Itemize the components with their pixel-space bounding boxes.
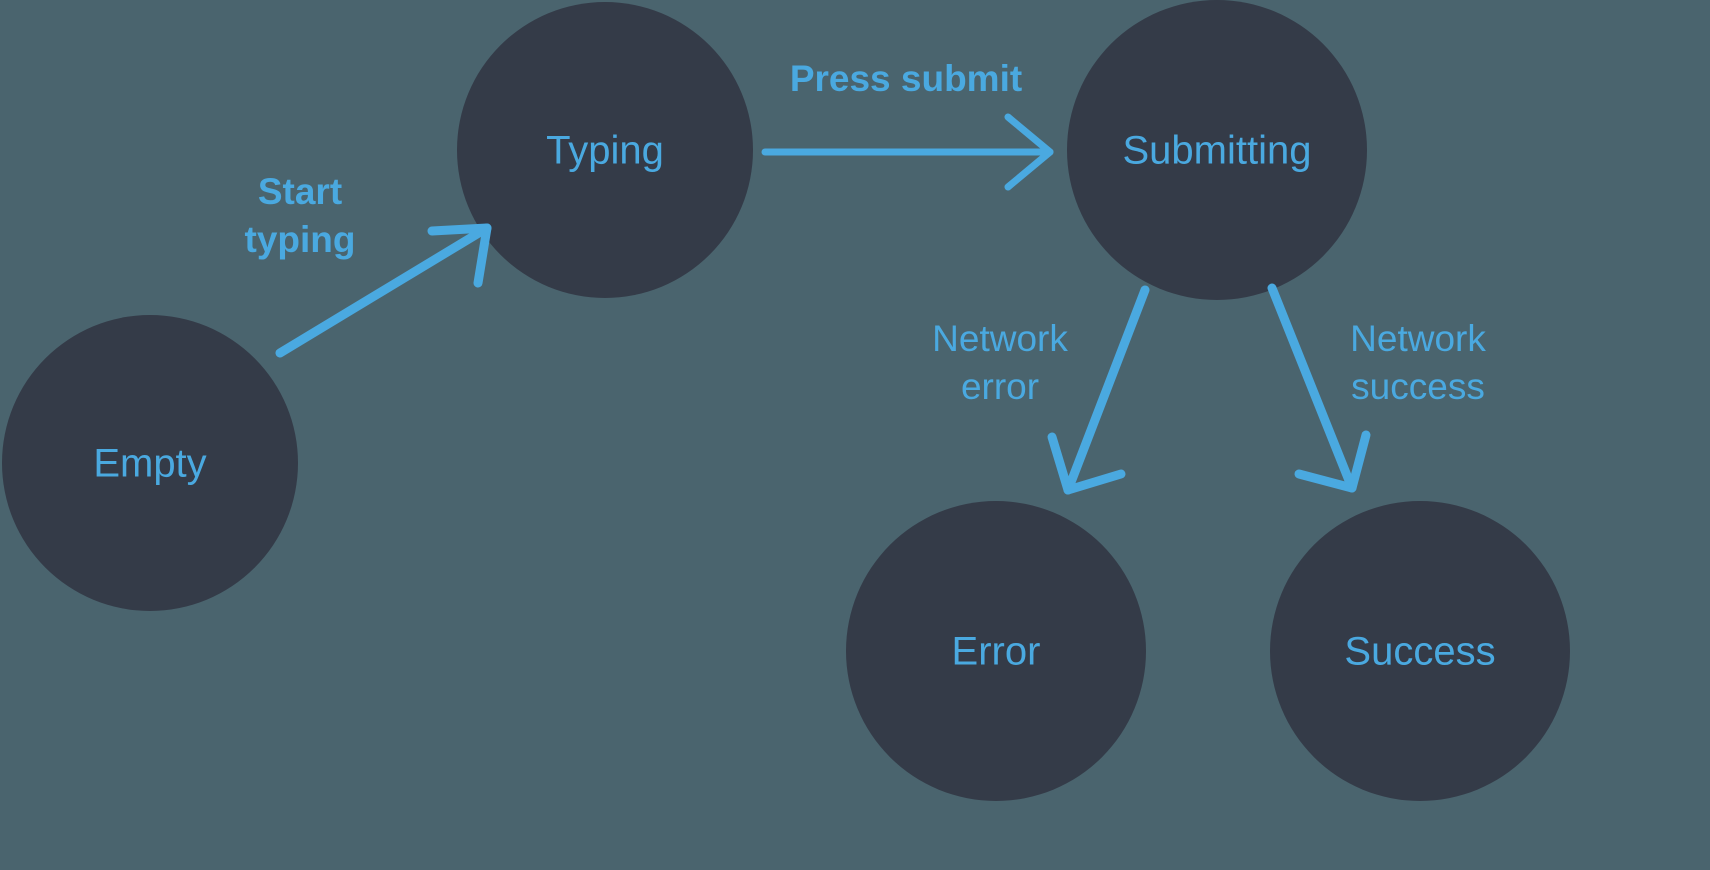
node-typing-circle[interactable] bbox=[457, 2, 753, 298]
node-empty-circle[interactable] bbox=[2, 315, 298, 611]
node-empty-label: Empty bbox=[93, 442, 206, 486]
node-success[interactable]: Success bbox=[1270, 501, 1570, 801]
node-submitting-label: Submitting bbox=[1123, 129, 1312, 173]
node-error-label: Error bbox=[952, 630, 1041, 674]
edge-label-start-typing-line-1: Start bbox=[258, 171, 342, 212]
edge-label-network-success-line-1: Network bbox=[1350, 318, 1486, 359]
edge-empty-to-typing bbox=[275, 223, 492, 358]
node-success-circle[interactable] bbox=[1270, 501, 1570, 801]
edge-label-network-success: Network success bbox=[1350, 318, 1486, 407]
edge-label-press-submit-line-1: Press submit bbox=[790, 58, 1022, 99]
edge-submitting-to-error-arrowhead bbox=[1047, 432, 1126, 495]
edge-empty-to-typing-line bbox=[275, 223, 492, 358]
edge-label-network-error: Network error bbox=[932, 318, 1068, 407]
node-error[interactable]: Error bbox=[846, 501, 1146, 801]
edge-label-network-success-line-2: success bbox=[1351, 366, 1485, 407]
node-empty[interactable]: Empty bbox=[2, 315, 298, 611]
edge-label-press-submit: Press submit bbox=[790, 58, 1022, 99]
edge-typing-to-submitting bbox=[761, 113, 1054, 191]
edge-label-network-error-line-2: error bbox=[961, 366, 1039, 407]
edge-label-start-typing: Start typing bbox=[245, 171, 356, 260]
node-success-label: Success bbox=[1344, 630, 1495, 674]
node-submitting-circle[interactable] bbox=[1067, 0, 1367, 300]
edge-submitting-to-error-line bbox=[1063, 285, 1150, 495]
node-submitting[interactable]: Submitting bbox=[1067, 0, 1367, 300]
node-error-circle[interactable] bbox=[846, 501, 1146, 801]
edge-submitting-to-success bbox=[1267, 283, 1371, 493]
edge-typing-to-submitting-arrowhead bbox=[1004, 113, 1054, 191]
node-typing[interactable]: Typing bbox=[457, 2, 753, 298]
edge-label-start-typing-line-2: typing bbox=[245, 219, 356, 260]
edge-submitting-to-success-line bbox=[1267, 283, 1357, 493]
edge-empty-to-typing-arrowhead bbox=[427, 223, 492, 288]
edge-submitting-to-error bbox=[1047, 285, 1150, 495]
node-typing-label: Typing bbox=[546, 129, 664, 173]
edge-label-network-error-line-1: Network bbox=[932, 318, 1068, 359]
edge-submitting-to-success-arrowhead bbox=[1294, 430, 1371, 493]
